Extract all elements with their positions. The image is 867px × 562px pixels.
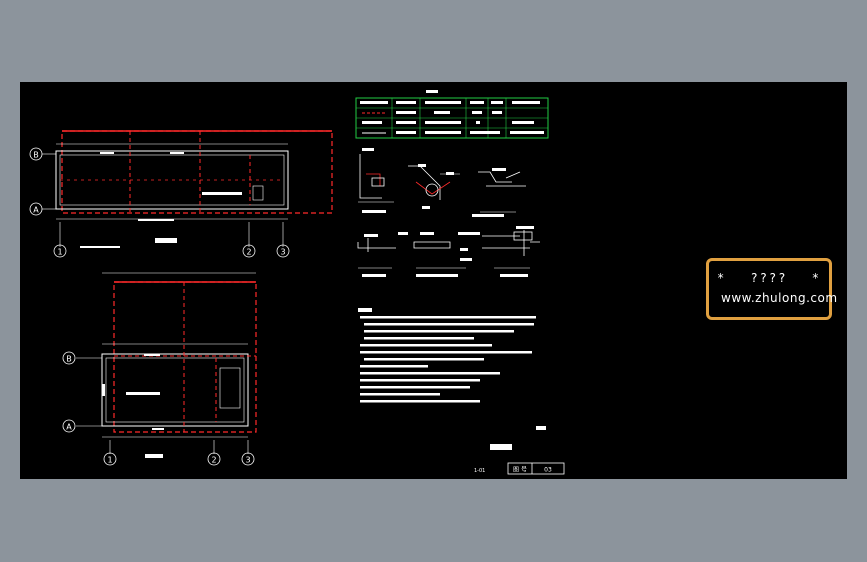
detail-1-outline (359, 154, 382, 199)
axis-label-b: B (66, 355, 72, 364)
axis-label-2: 2 (211, 456, 216, 465)
equipment-symbol (252, 185, 264, 201)
drawing-number-left: 1-01 (474, 468, 485, 474)
design-notes (358, 308, 536, 403)
detail-6-outline (482, 230, 540, 256)
bottom-grounding-loop (113, 281, 257, 433)
detail-5-outline (413, 241, 451, 249)
axis-label-3: 3 (245, 456, 250, 465)
top-grounding-plan: B A 1 2 3 (29, 130, 333, 258)
detail-sketches (357, 154, 540, 269)
bottom-grounding-plan: B A 1 2 3 (62, 272, 257, 466)
designer-mark (536, 426, 546, 430)
axis-bubble-a (29, 202, 43, 216)
detail-2-outline (408, 165, 441, 200)
elevation-text-mark (202, 192, 242, 195)
cad-drawing-canvas: B A 1 2 3 (20, 82, 847, 479)
drawing-title-mark (490, 444, 512, 450)
axis-bubble-1 (103, 452, 117, 466)
axis-bubble-2 (242, 244, 256, 258)
watermark-url: www.zhulong.com (721, 291, 838, 305)
axis-bubble-2 (207, 452, 221, 466)
axis-label-a: A (66, 423, 72, 432)
axis-bubble-1 (53, 244, 67, 258)
axis-label-2: 2 (246, 248, 251, 257)
plan-title-mark (145, 454, 163, 458)
dimension-text-mark (138, 219, 174, 221)
detail-4-outline (357, 242, 396, 249)
window-mark (144, 354, 160, 356)
plan-title-mark (155, 238, 177, 243)
watermark-star-left: * (717, 271, 727, 285)
table-title-mark (426, 90, 438, 93)
top-building-outline (55, 150, 289, 210)
watermark-question-marks: ???? (750, 271, 788, 285)
bottom-equipment-room (219, 367, 241, 409)
axis-label-1: 1 (107, 456, 112, 465)
drawing-number-label: 图 号 (513, 467, 527, 474)
axis-bubble-3 (241, 452, 255, 466)
axis-label-1: 1 (57, 248, 62, 257)
grounding-plan-drawing: B A 1 2 3 (29, 90, 565, 475)
detail-labels (362, 148, 534, 277)
top-grounding-loop (61, 130, 333, 214)
legend-table (355, 90, 549, 139)
drawing-number-value: 03 (544, 467, 552, 474)
watermark-box: * ???? * www.zhulong.com (706, 258, 837, 320)
wall-mark (102, 384, 105, 396)
title-block-frame (507, 462, 565, 475)
axis-label-a: A (33, 206, 39, 215)
watermark-star-right: * (811, 271, 821, 285)
axis-bubble-3 (276, 244, 290, 258)
bottom-building-inner (105, 357, 245, 423)
axis-bubble-a (62, 419, 76, 433)
detail-3-outline (478, 171, 512, 183)
bottom-building-outline (101, 353, 249, 427)
axis-label-3: 3 (280, 248, 285, 257)
axis-label-b: B (33, 151, 39, 160)
window-mark (100, 152, 114, 154)
axis-bubble-b (29, 147, 43, 161)
watermark-stars: * ???? * (717, 271, 821, 285)
axis-bubble-b (62, 351, 76, 365)
window-mark (170, 152, 184, 154)
plan-title-mark (80, 246, 120, 248)
door-mark (152, 428, 164, 430)
elevation-text-mark (126, 392, 160, 395)
title-block: 1-01 图 号 03 (474, 426, 565, 475)
